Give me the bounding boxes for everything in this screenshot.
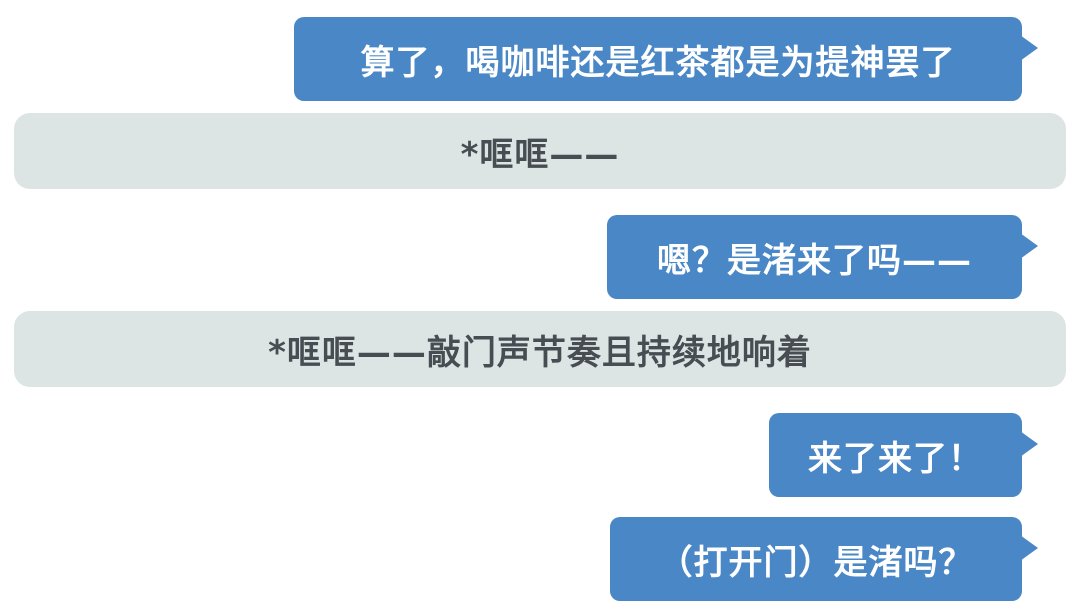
narration-bar: *哐哐—— xyxy=(14,113,1066,189)
speech-text: 来了来了！ xyxy=(808,438,983,479)
speech-text: 嗯？是渚来了吗—— xyxy=(657,240,972,281)
narration-bar: *哐哐——敲门声节奏且持续地响着 xyxy=(14,311,1066,387)
speech-bubble: 嗯？是渚来了吗—— xyxy=(607,215,1038,299)
speech-bubble: （打开门）是渚吗？ xyxy=(610,517,1038,601)
bubble-tail xyxy=(1020,233,1038,259)
speech-bubble: 来了来了！ xyxy=(769,413,1038,497)
speech-text: 算了，喝咖啡还是红茶都是为提神罢了 xyxy=(360,42,956,83)
narration-text: *哐哐——敲门声节奏且持续地响着 xyxy=(268,332,812,373)
speech-text: （打开门）是渚吗？ xyxy=(658,542,974,583)
speech-bubble: 算了，喝咖啡还是红茶都是为提神罢了 xyxy=(294,17,1038,101)
bubble-tail xyxy=(1020,431,1038,457)
narration-text: *哐哐—— xyxy=(460,134,620,175)
bubble-tail xyxy=(1020,535,1038,561)
bubble-tail xyxy=(1020,35,1038,61)
